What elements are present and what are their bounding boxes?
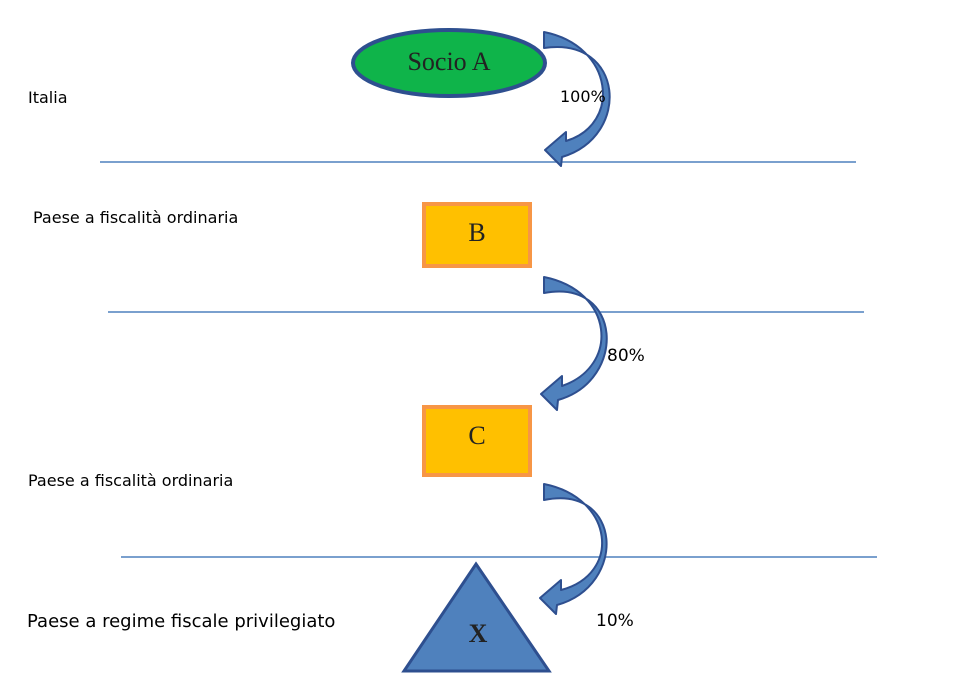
node-label-x: X (468, 619, 488, 648)
curved-arrow-100 (543, 31, 611, 167)
node-label-b: B (468, 218, 486, 247)
node-c (422, 405, 532, 477)
region-label-fiscalita-ordinaria: Paese a fiscalità ordinaria (28, 471, 234, 490)
edge-label-10: 10% (596, 611, 634, 631)
region-label-regime-privilegiato: Paese a regime fiscale privilegiato (27, 611, 336, 632)
node-label-c: C (468, 421, 486, 450)
curved-arrow-10 (539, 483, 608, 615)
node-b (422, 202, 532, 268)
node-label-socio-a: Socio A (407, 47, 491, 76)
region-label-italia: Italia (28, 88, 68, 107)
node-socio-a (351, 28, 547, 98)
node-x (401, 561, 552, 673)
edge-label-100: 100% (560, 87, 606, 106)
region-label-fiscalita-ordinaria: Paese a fiscalità ordinaria (33, 208, 239, 227)
edge-label-80: 80% (607, 346, 645, 366)
curved-arrow-80 (540, 276, 608, 411)
